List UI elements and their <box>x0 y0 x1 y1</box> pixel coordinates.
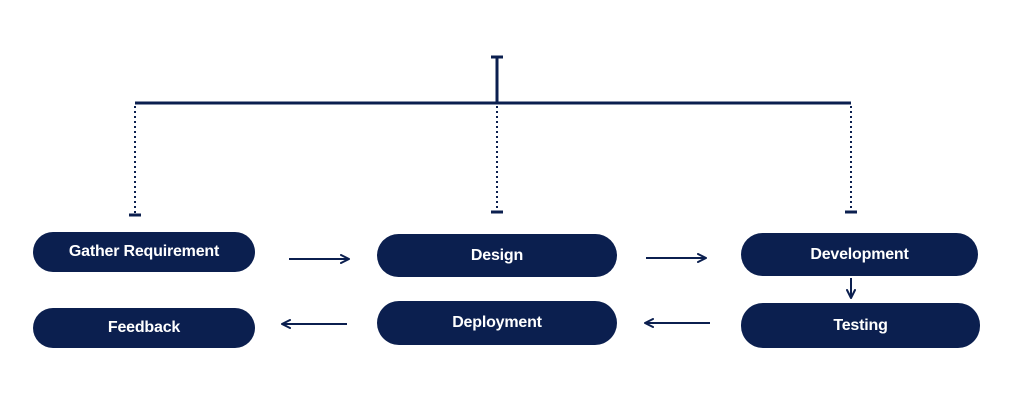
node-design: Design <box>377 234 617 277</box>
node-development: Development <box>741 233 978 276</box>
top-bracket <box>135 55 851 105</box>
node-deployment: Deployment <box>377 301 617 345</box>
node-testing: Testing <box>741 303 980 348</box>
dotted-drops <box>129 106 857 217</box>
node-feedback: Feedback <box>33 308 255 348</box>
node-gather-requirement: Gather Requirement <box>33 232 255 272</box>
flow-arrows <box>281 253 856 329</box>
